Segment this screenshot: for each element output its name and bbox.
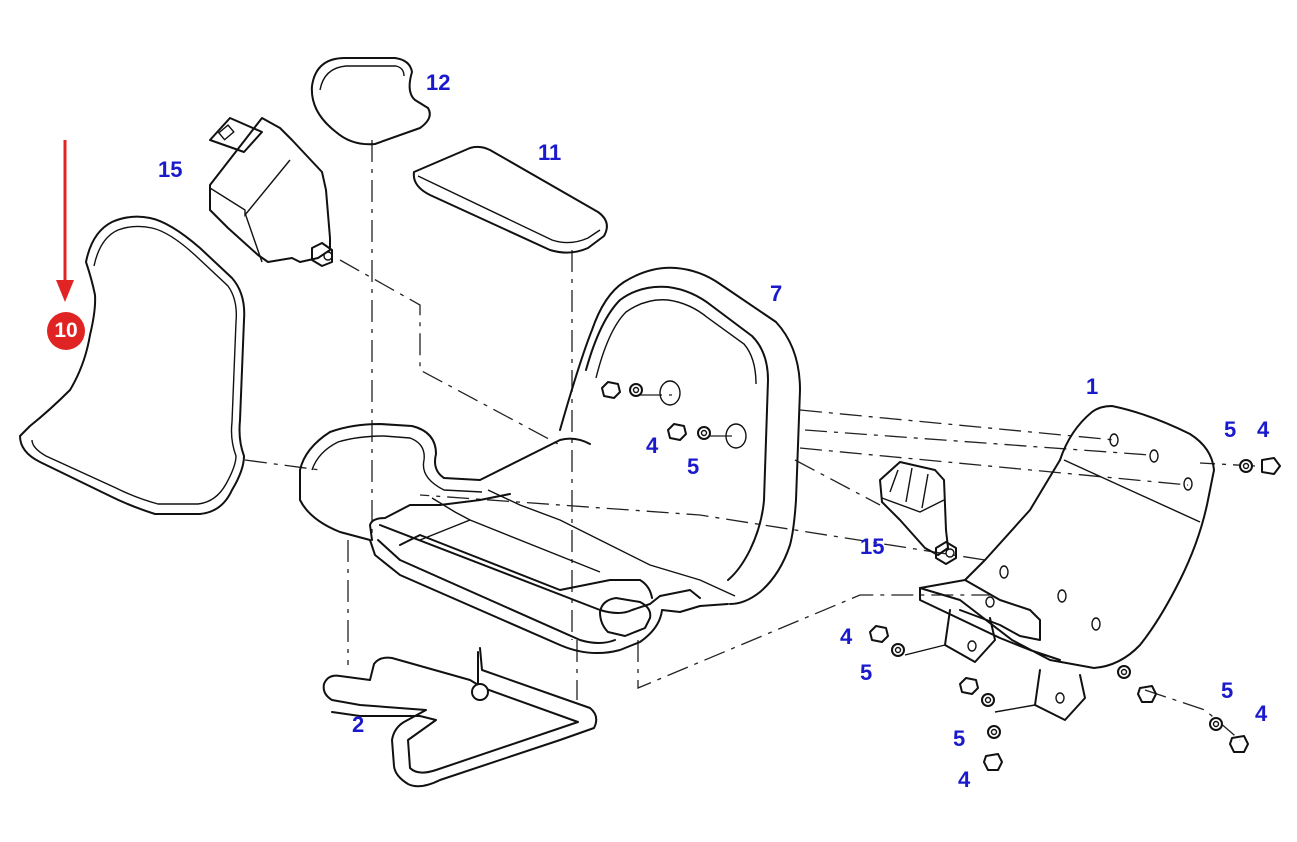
leader-lines (244, 140, 1256, 741)
callout-4-bracket-left: 4 (840, 624, 853, 649)
callout-4-right-bottom: 4 (1255, 701, 1268, 726)
callout-5-bracket-left: 5 (860, 660, 873, 685)
callout-5-right-bottom: 5 (1221, 678, 1234, 703)
callout-5-right-top: 5 (1224, 417, 1237, 442)
part-2-wire-rod (322, 647, 598, 788)
part-12-top-pad (310, 57, 431, 146)
fasteners (869, 457, 1281, 771)
callout-4-right-top: 4 (1257, 417, 1270, 442)
frame-hardware (601, 380, 747, 449)
callout-11: 11 (538, 140, 562, 165)
callout-4-bottom: 4 (958, 767, 971, 792)
callout-12: 12 (426, 70, 451, 95)
highlight-marker-10: 10 (47, 312, 85, 350)
part-10-backrest-pad (19, 215, 246, 515)
part-11-pad (412, 145, 608, 254)
part-15-buckle-lower (879, 461, 957, 565)
highlight-arrow (56, 140, 74, 302)
callout-15-lower: 15 (860, 534, 885, 559)
part-7-seat-frame (299, 266, 801, 655)
callout-4-frame: 4 (646, 433, 659, 458)
highlight-marker-label: 10 (54, 319, 78, 342)
part-15-buckle-upper (209, 117, 333, 267)
part-1-mounting-plate (904, 405, 1215, 721)
callout-7: 7 (770, 281, 783, 306)
callout-1: 1 (1086, 374, 1099, 399)
callout-5-bottom: 5 (953, 726, 966, 751)
callout-2: 2 (352, 712, 365, 737)
callout-5-frame: 5 (687, 454, 700, 479)
callout-15-upper: 15 (158, 157, 183, 182)
